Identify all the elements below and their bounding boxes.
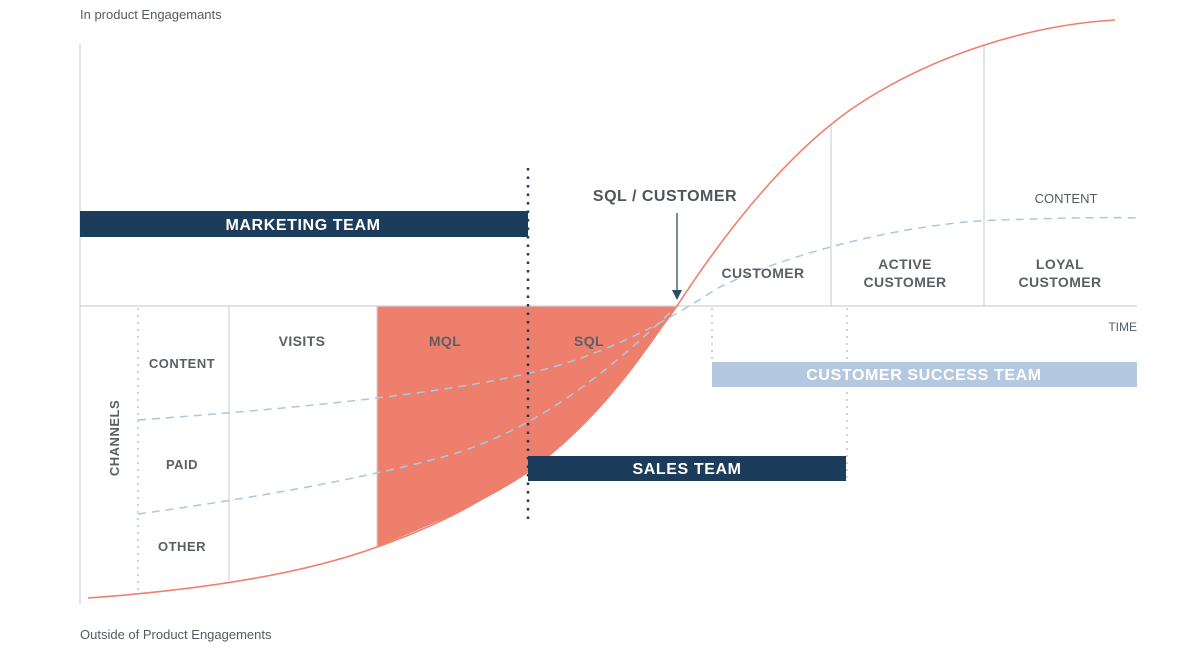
sql-customer-label: SQL / CUSTOMER — [593, 188, 737, 205]
stage-loyal-customer-line2: CUSTOMER — [1018, 274, 1101, 290]
top-axis-label: In product Engagemants — [80, 7, 222, 22]
content-channel-curve — [137, 216, 1138, 421]
bottom-axis-label: Outside of Product Engagements — [80, 627, 272, 642]
stage-active-customer-line1: ACTIVE — [878, 256, 932, 272]
sales-team-bar — [528, 456, 846, 481]
sales-team-label: SALES TEAM — [632, 461, 741, 478]
stage-loyal-customer-line1: LOYAL — [1036, 256, 1084, 272]
marketing-team-bar — [80, 211, 528, 237]
stage-active-customer-line2: CUSTOMER — [863, 274, 946, 290]
channels-label: CHANNELS — [107, 400, 122, 476]
channel-row-content: CONTENT — [149, 356, 215, 371]
mql-sql-highlight-area — [377, 306, 677, 547]
stage-visits: VISITS — [279, 333, 326, 349]
content-line-label: CONTENT — [1035, 191, 1098, 206]
sql-customer-arrow-icon — [672, 290, 682, 300]
stage-mql: MQL — [429, 333, 461, 349]
channel-row-paid: PAID — [166, 457, 198, 472]
stage-customer: CUSTOMER — [721, 265, 804, 281]
marketing-team-label: MARKETING TEAM — [225, 217, 380, 234]
customer-success-team-bar — [712, 362, 1137, 387]
paid-channel-curve — [137, 305, 678, 515]
stage-sql: SQL — [574, 333, 604, 349]
customer-success-team-label: CUSTOMER SUCCESS TEAM — [806, 367, 1041, 384]
engagement-s-curve — [87, 19, 1116, 599]
time-axis-label: TIME — [1108, 320, 1137, 334]
channel-row-other: OTHER — [158, 539, 206, 554]
